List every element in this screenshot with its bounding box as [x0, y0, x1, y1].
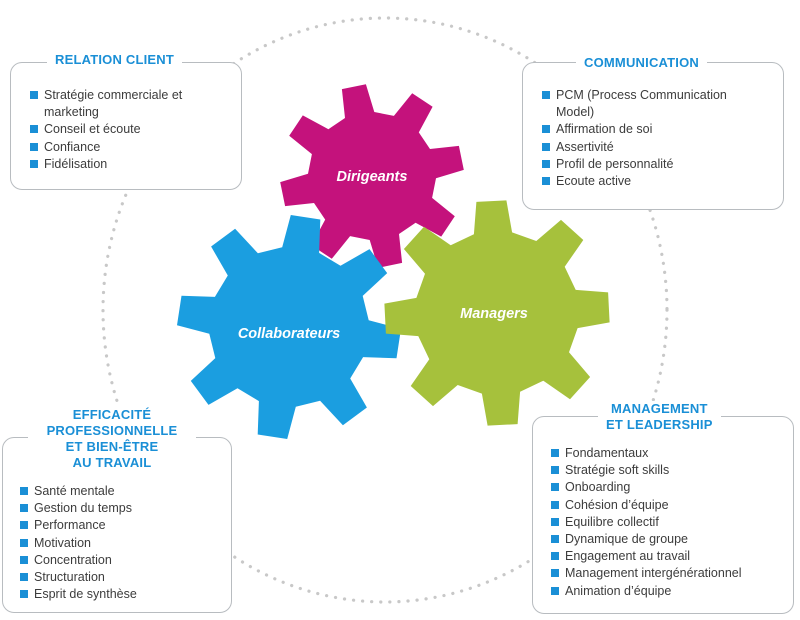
dotted-cycle-ring: [101, 16, 669, 604]
list-item: Affirmation de soi: [542, 121, 767, 138]
gear-label-managers: Managers: [460, 306, 528, 322]
list-item: Ecoute active: [542, 173, 767, 190]
list-item: PCM (Process Communication Model): [542, 87, 767, 121]
list-item: Conseil et écoute: [30, 121, 230, 138]
list-item: Onboarding: [551, 479, 789, 496]
list-item: Structuration: [20, 569, 220, 586]
efficacite-title: EFFICACITÉ PROFESSIONNELLE ET BIEN-ÊTRE …: [28, 407, 196, 471]
list-item: Concentration: [20, 552, 220, 569]
list-item: Stratégie commerciale et marketing: [30, 87, 230, 121]
list-item: Fidélisation: [30, 156, 230, 173]
gear-collaborateurs: [177, 215, 401, 439]
list-item: Performance: [20, 517, 220, 534]
gear-label-dirigeants: Dirigeants: [336, 169, 408, 185]
list-item: Motivation: [20, 535, 220, 552]
list-item: Animation d’équipe: [551, 583, 789, 600]
list-item: Esprit de synthèse: [20, 586, 220, 603]
efficacite-list: Santé mentale Gestion du temps Performan…: [20, 483, 220, 603]
list-item: Cohésion d’équipe: [551, 497, 789, 514]
communication-title: COMMUNICATION: [576, 55, 708, 71]
gear-dirigeants: [280, 84, 464, 268]
relation-client-box: [10, 62, 242, 190]
list-item: Dynamique de groupe: [551, 531, 789, 548]
list-item: Assertivité: [542, 139, 767, 156]
gear-managers: [384, 200, 610, 426]
list-item: Equilibre collectif: [551, 514, 789, 531]
management-title: MANAGEMENT ET LEADERSHIP: [598, 401, 721, 433]
relation-client-list: Stratégie commerciale et marketing Conse…: [30, 87, 230, 173]
list-item: Gestion du temps: [20, 500, 220, 517]
communication-list: PCM (Process Communication Model) Affirm…: [542, 87, 767, 190]
list-item: Engagement au travail: [551, 548, 789, 565]
gear-label-collaborateurs: Collaborateurs: [237, 326, 341, 342]
list-item: Fondamentaux: [551, 445, 789, 462]
relation-client-title: RELATION CLIENT: [47, 52, 183, 68]
list-item: Confiance: [30, 139, 230, 156]
communication-box: [522, 62, 784, 210]
management-list: Fondamentaux Stratégie soft skills Onboa…: [551, 445, 789, 600]
list-item: Santé mentale: [20, 483, 220, 500]
list-item: Stratégie soft skills: [551, 462, 789, 479]
list-item: Management intergénérationnel: [551, 565, 789, 582]
list-item: Profil de personnalité: [542, 156, 767, 173]
